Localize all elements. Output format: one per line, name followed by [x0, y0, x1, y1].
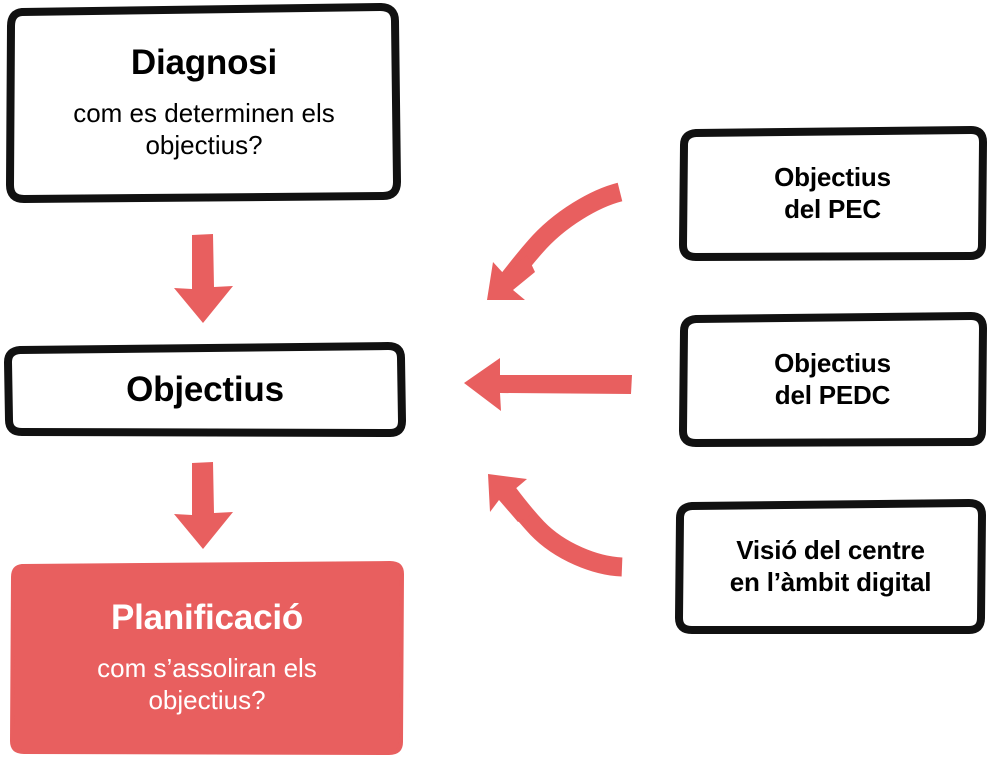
node-objectius-pedc[interactable]: Objectius del PEDC [682, 316, 983, 443]
node-diagnosi[interactable]: Diagnosi com es determinen els objectius… [10, 8, 398, 198]
node-planificacio[interactable]: Planificació com s’assoliran els objecti… [12, 563, 402, 753]
node-objectius-pec[interactable]: Objectius del PEC [682, 130, 983, 257]
node-objectius-pedc-line1: Objectius [774, 347, 891, 378]
node-objectius-pec-line2: del PEC [784, 193, 881, 224]
arrow-objectius-to-planificacio [174, 462, 233, 549]
arrow-pec-to-objectius [487, 182, 623, 300]
arrow-pedc-to-objectius [464, 358, 632, 411]
node-objectius-pec-line1: Objectius [774, 161, 891, 192]
node-objectius[interactable]: Objectius [8, 345, 402, 435]
node-visio-centre-line2: en l’àmbit digital [729, 567, 932, 597]
node-visio-centre-line1: Visió del centre [736, 535, 925, 566]
arrow-visio-to-objectius [488, 474, 623, 577]
node-objectius-pedc-line2: del PEDC [774, 379, 891, 410]
arrow-diagnosi-to-objectius [174, 234, 233, 323]
node-visio-centre[interactable]: Visió del centre en l’àmbit digital [678, 503, 983, 631]
node-planificacio-title: Planificació [110, 597, 304, 637]
node-diagnosi-subtitle: com es determinen els objectius? [73, 97, 335, 160]
node-objectius-title: Objectius [126, 370, 284, 410]
node-planificacio-subtitle: com s’assoliran els objectius? [97, 652, 317, 715]
node-diagnosi-title: Diagnosi [130, 42, 278, 82]
